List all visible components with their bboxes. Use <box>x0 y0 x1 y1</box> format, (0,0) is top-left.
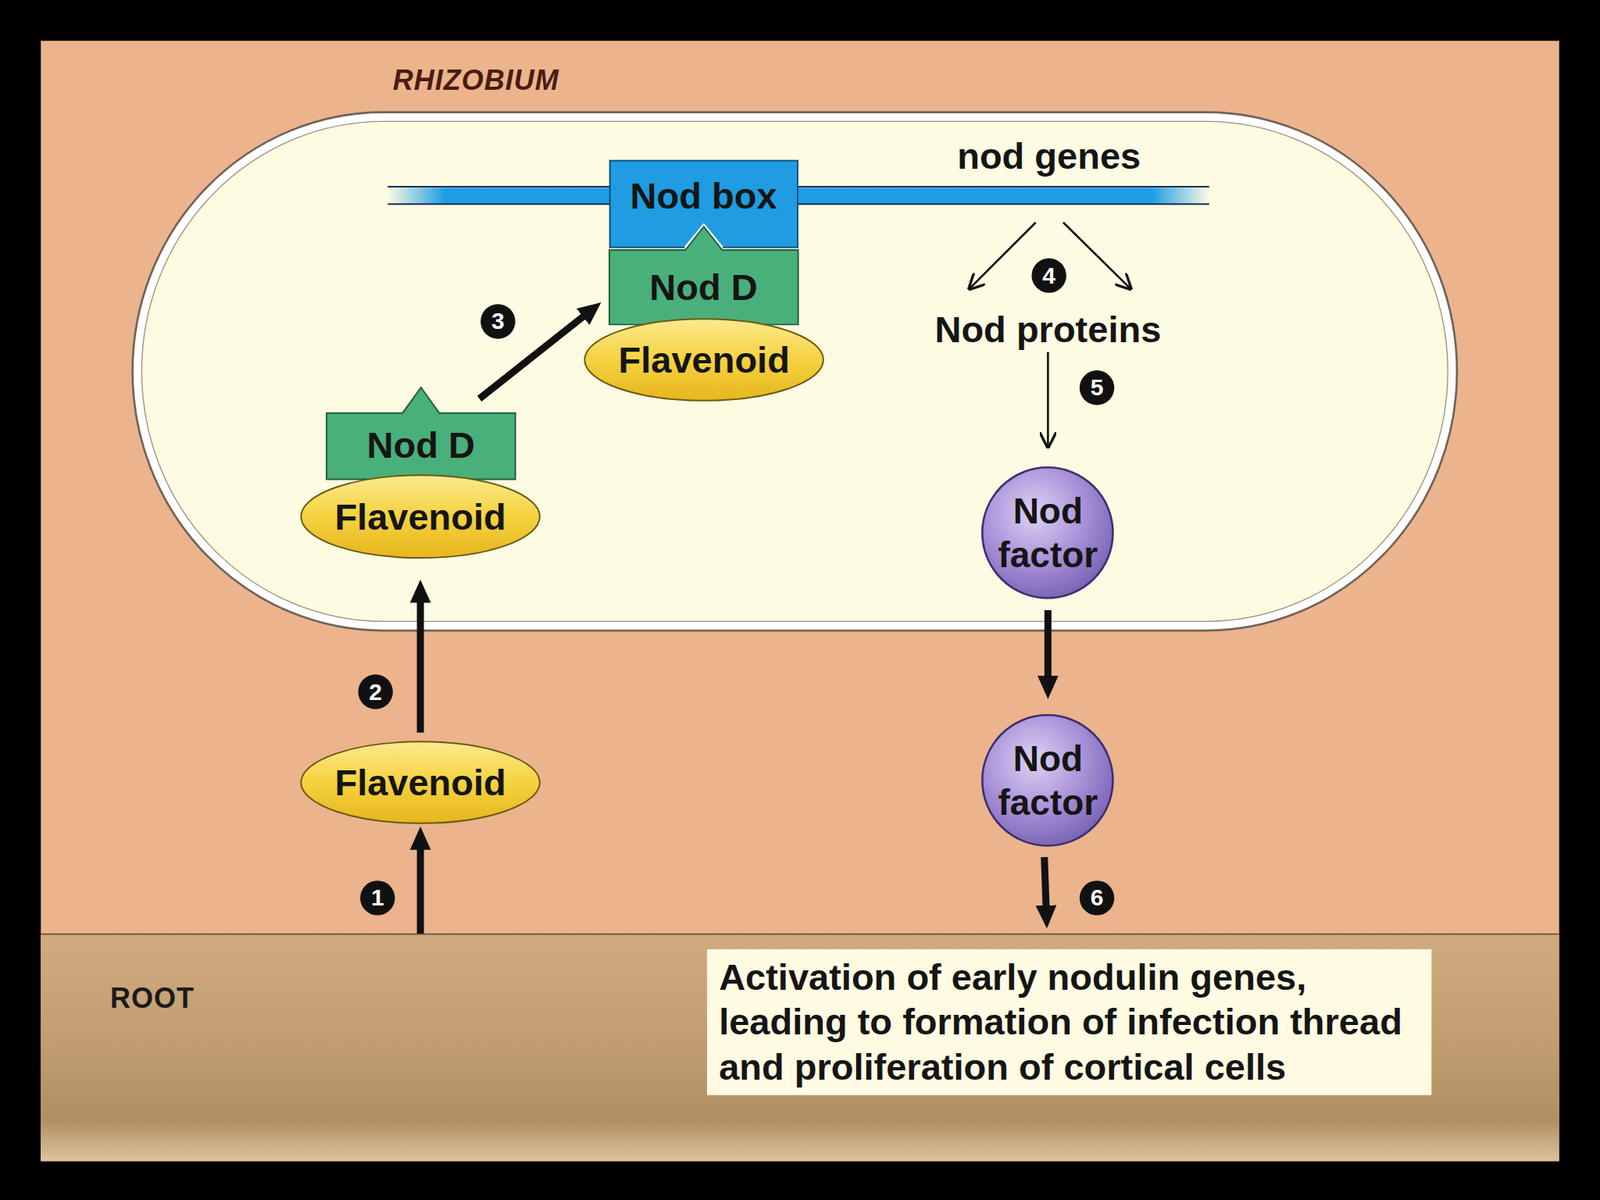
callout-number: 3 <box>491 309 505 333</box>
node-label: Nod D <box>367 422 475 468</box>
node-label: Flavenoid <box>618 337 790 383</box>
node-label: Nod factor <box>981 736 1115 825</box>
node-label: Flavenoid <box>334 494 506 540</box>
nodd-protein: Nod D <box>609 226 799 325</box>
gene-label: nod genes <box>957 136 1141 174</box>
callout-number: 6 <box>1090 885 1104 910</box>
nod-factor-circle-shape <box>981 714 1115 847</box>
flavonoid-ellipse: Flavenoid <box>300 740 541 825</box>
note-box: Activation of early nodulin genes, leadi… <box>707 949 1432 1096</box>
soil-panel <box>40 40 1560 1161</box>
node-label: RHIZOBIUM <box>392 63 560 98</box>
nod-factor-circle-shape <box>981 466 1115 600</box>
node-label: Nod D <box>649 264 758 310</box>
callout-circle <box>1079 880 1115 915</box>
callout-number: 2 <box>368 680 383 704</box>
protein-label: Nod proteins <box>934 310 1161 347</box>
flavonoid-ellipse: Flavenoid <box>300 474 541 559</box>
node-label: Flavenoid <box>334 760 506 805</box>
nod-factor-circle: Nod factor <box>981 466 1115 600</box>
node-label: Nod factor <box>981 489 1115 577</box>
flow-arrow <box>1044 857 1047 911</box>
node-label: Activation of early nodulin genes, leadi… <box>718 954 1426 1090</box>
callout-circle <box>360 880 395 915</box>
flavonoid-ellipse: Flavenoid <box>583 317 825 402</box>
node-label: ROOT <box>110 981 195 1016</box>
callout-circle <box>357 674 393 709</box>
nod-factor-circle: Nod factor <box>981 714 1115 847</box>
flow-arrow <box>417 845 425 934</box>
callout-number: 4 <box>1042 264 1056 288</box>
node-label: Nod box <box>630 173 778 218</box>
rhizobium-cell: RHIZOBIUMNod boxNod DFlavenoidNod DFlave… <box>130 110 1460 633</box>
callout-number: 5 <box>1090 375 1104 400</box>
nodd-protein: Nod D <box>326 387 516 480</box>
root-band: ROOT Activation of early nodulin genes, l… <box>40 933 1560 1161</box>
callout-number: 1 <box>371 885 385 910</box>
